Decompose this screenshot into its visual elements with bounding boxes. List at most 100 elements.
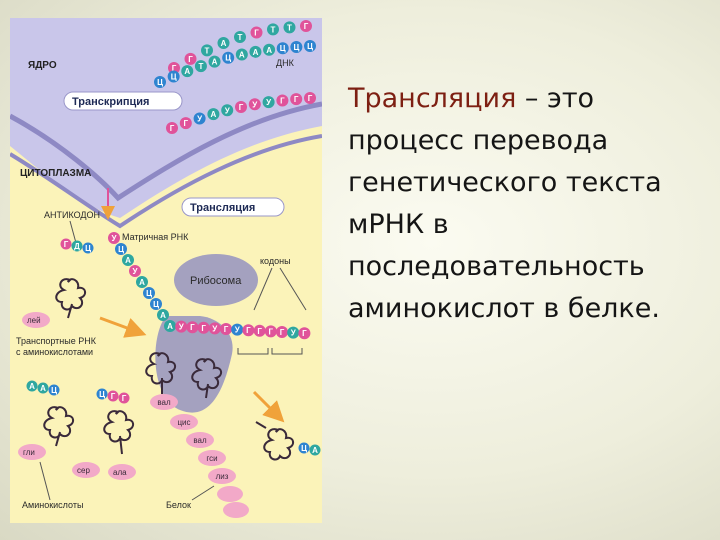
anticodon-letter: Ц (301, 444, 307, 453)
trna-label-line2: с аминокислотами (16, 347, 93, 357)
trna-5 (191, 358, 222, 399)
anticodon-letter: Ц (51, 386, 57, 395)
nucleotide-bead (262, 96, 275, 109)
ribosome-label: Рибосома (190, 275, 242, 287)
amino-acid-bead (22, 312, 50, 328)
trna-molecules (43, 278, 294, 461)
nucleotide-bead (143, 287, 155, 299)
protein-amino-acid: вал (157, 398, 171, 407)
nucleotide-bead (122, 254, 134, 266)
nucleotide-letter: А (160, 311, 166, 320)
anticodon-letter: Г (64, 240, 69, 249)
nucleotide-bead (186, 321, 199, 334)
mrna-label: Матричная РНК (122, 232, 189, 242)
anticodon-letter: А (312, 446, 318, 455)
nucleotide-letter: А (211, 110, 217, 119)
nucleotide-bead (300, 20, 312, 32)
nucleotide-letter: У (112, 234, 118, 243)
anticodon-bead (298, 442, 310, 454)
protein-bead (223, 502, 249, 518)
nucleotide-letter: Г (170, 124, 175, 133)
definition-paragraph: Трансляция – это процесс перевода генети… (348, 78, 708, 330)
nucleotide-bead (304, 40, 316, 52)
nucleotide-bead (276, 326, 288, 338)
nucleotide-bead (231, 323, 244, 336)
trna-2 (43, 406, 74, 447)
nucleotide-letter: Г (294, 95, 299, 104)
protein-amino-acid: цис (177, 418, 190, 427)
amino-acid-text: сер (77, 466, 90, 475)
amino-acid-bead (18, 444, 46, 460)
nucleotide-letter: У (197, 114, 203, 123)
nucleotide-letter: Г (172, 64, 177, 73)
protein-label: Белок (166, 500, 191, 510)
nucleotide-letter: А (167, 322, 173, 331)
nucleotide-letter: Т (287, 23, 292, 32)
nucleotide-letter: Г (246, 326, 251, 335)
nucleotide-letter: Г (280, 96, 285, 105)
nucleotide-bead (242, 324, 255, 337)
protein-bead (217, 486, 243, 502)
nucleotide-letter: Ц (153, 300, 159, 309)
nucleotide-letter: У (133, 267, 139, 276)
nucleotide-bead (157, 309, 169, 321)
protein-amino-acid: лиз (216, 472, 229, 481)
amino-acid-lei: лей (22, 312, 50, 328)
transcription-pill (63, 91, 183, 111)
nucleotide-letter: Г (190, 323, 195, 332)
nucleotide-bead (290, 93, 303, 106)
nucleotide-letter: Г (304, 22, 309, 31)
nucleotide-bead (208, 55, 221, 68)
nucleotide-bead (201, 44, 213, 57)
nucleotide-letter: Ц (118, 245, 124, 254)
nucleotide-bead (290, 41, 303, 54)
nucleotide-bead (167, 70, 180, 83)
nucleotide-bead (207, 108, 220, 121)
nucleotide-letter: Ц (293, 43, 299, 52)
nucleotide-letter: Г (184, 119, 189, 128)
trna-3 (103, 410, 134, 455)
amino-acids-pointer (39, 461, 51, 501)
anticodon-label: АНТИКОДОН (44, 210, 100, 220)
nucleotide-letter: А (253, 48, 259, 57)
nucleotide-letter: Т (198, 62, 203, 71)
nucleotide-letter: Г (201, 324, 206, 333)
nucleotide-letter: Г (269, 327, 274, 336)
definition-term: Трансляция (348, 83, 517, 114)
nucleotide-bead (193, 112, 206, 125)
nucleotide-bead (253, 324, 266, 337)
anticodon-letter: Ц (99, 390, 105, 399)
anticodon-letter: Г (111, 392, 116, 401)
protein-bead (208, 468, 236, 484)
nucleotide-bead (220, 323, 232, 335)
trna-exit-arrow (252, 390, 285, 423)
nucleotide-bead (287, 326, 300, 339)
nucleotide-letter: Т (205, 46, 210, 55)
amino-acid-ala: ала (108, 464, 136, 480)
nucleotide-letter: Т (238, 33, 243, 42)
ribosome-large-subunit (174, 254, 258, 306)
nucleotide-letter: А (266, 46, 272, 55)
nucleotide-letter: А (184, 67, 190, 76)
nucleotide-letter: А (221, 39, 227, 48)
nucleotide-letter: Г (239, 103, 244, 112)
anticodon-letter: А (29, 382, 35, 391)
nucleotide-bead (248, 98, 261, 111)
nucleotide-bead (150, 298, 162, 310)
anticodon-letter: А (40, 384, 46, 393)
free-amino-acids: лей гли сер ала (18, 312, 136, 480)
nucleotide-bead (194, 60, 207, 73)
anticodon-bead (48, 384, 60, 396)
nucleotide-letter: У (291, 329, 297, 338)
nucleotide-bead (184, 52, 197, 65)
nucleotide-letter: У (212, 324, 218, 333)
nucleotide-bead (166, 122, 178, 134)
nucleotide-bead (298, 327, 311, 340)
nucleotide-bead (264, 325, 277, 338)
translation-pill (181, 197, 285, 217)
nucleotide-letter: Г (224, 325, 229, 334)
nucleotide-letter: Ц (307, 42, 313, 51)
nucleotide-bead (267, 23, 279, 36)
